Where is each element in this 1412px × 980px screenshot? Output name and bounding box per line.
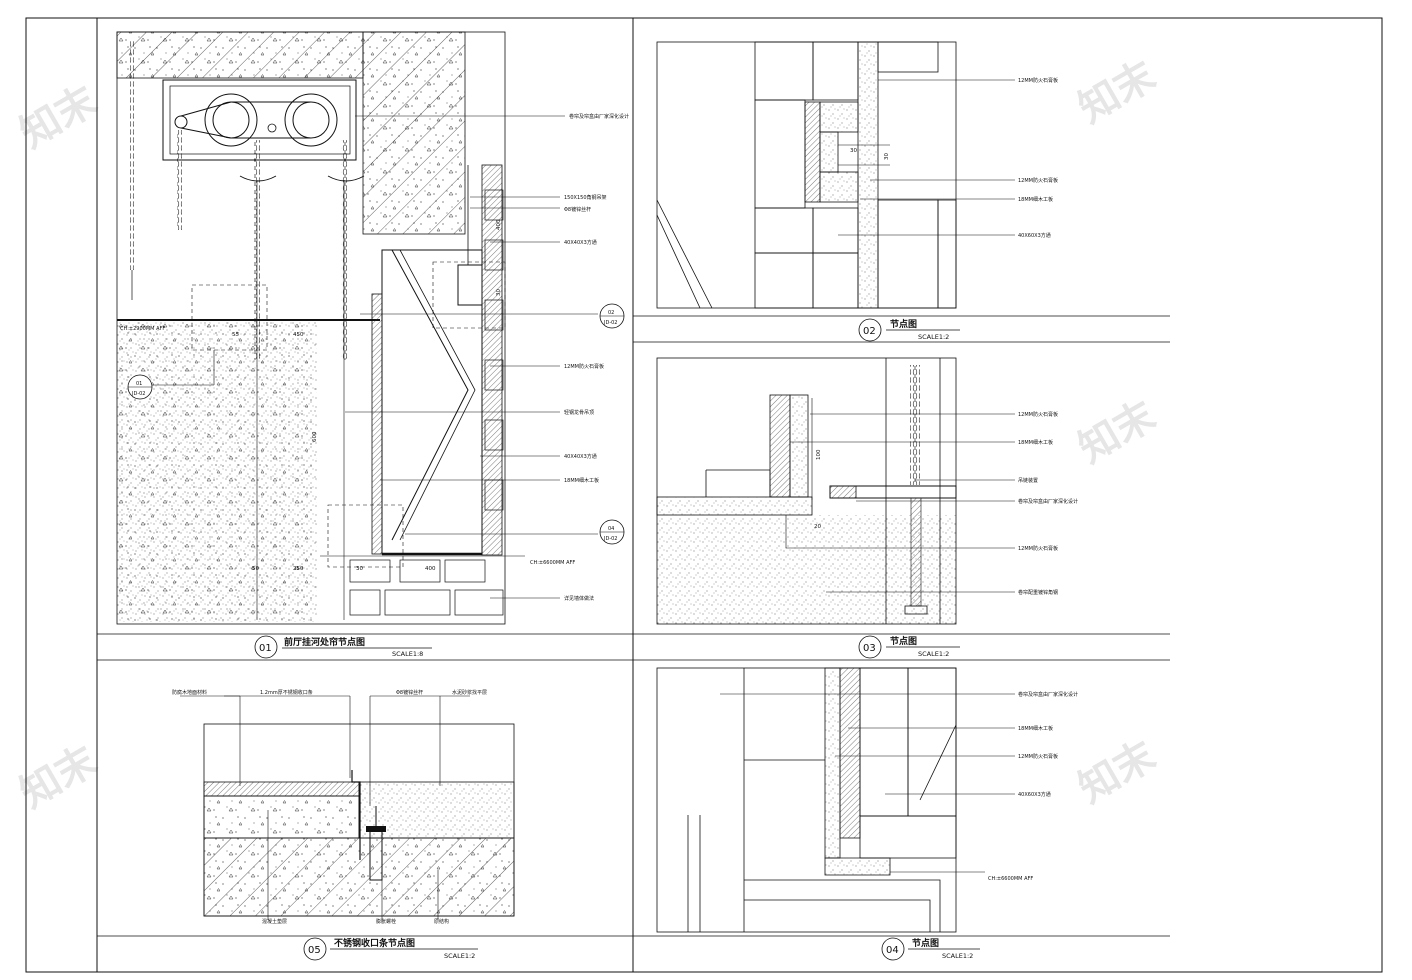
svg-text:JD-02: JD-02: [131, 391, 146, 397]
section-tag: 02 JD-02: [599, 303, 625, 329]
dimension: 400: [496, 219, 502, 230]
level-mark: CH:±2900MM AFF: [120, 326, 165, 332]
svg-text:02: 02: [608, 310, 614, 316]
detail-05-label: 膨胀螺栓: [376, 918, 396, 925]
detail-03: 12MM防火石膏板 18MM细木工板 吊链装置 卷帘及帘盒由厂家深化设计 12M…: [656, 357, 1078, 659]
detail-number: 01: [259, 643, 272, 654]
detail-01-label: 18MM细木工板: [564, 477, 599, 484]
detail-01-label: 40X40X3方通: [564, 453, 597, 460]
dimension: 20: [814, 524, 821, 530]
dimension: 250: [293, 566, 304, 572]
detail-02-label: 40X60X3方通: [1018, 232, 1051, 239]
dimension: 30: [496, 289, 502, 296]
detail-number: 05: [308, 945, 321, 956]
detail-scale: SCALE1:2: [942, 952, 973, 960]
detail-number: 02: [863, 326, 876, 337]
detail-05-label: 1.2mm厚不锈钢收口条: [260, 689, 313, 696]
detail-05-label: Φ8镀锌丝杆: [396, 689, 423, 696]
dimension: 30: [850, 148, 857, 154]
section-tag: 01 JD-02: [127, 374, 153, 400]
dimension: 400: [425, 566, 436, 572]
detail-05-label: 水泥砂浆找平层: [452, 689, 487, 696]
detail-03-label: 12MM防火石膏板: [1018, 545, 1058, 552]
dimension: 450: [293, 332, 304, 338]
detail-04-label: 18MM细木工板: [1018, 725, 1053, 732]
detail-01-label: 详见墙体做法: [564, 595, 594, 602]
watermark: 知末: [1071, 392, 1163, 472]
dimension: 50: [252, 566, 259, 572]
detail-01-label: 150X150角钢吊架: [564, 194, 607, 201]
detail-03-label: 卷帘配重镀锌角钢: [1018, 589, 1058, 596]
detail-title: 节点图: [912, 937, 939, 949]
detail-05: 防腐木地面材料 1.2mm厚不锈钢收口条 Φ8镀锌丝杆 水泥砂浆找平层 混凝土垫…: [172, 689, 515, 961]
dimension: 30: [356, 566, 363, 572]
detail-number-circle: [881, 937, 905, 961]
level-mark: CH:±6600MM AFF: [988, 876, 1033, 882]
detail-number-circle: [303, 937, 327, 961]
detail-01-label: Φ8镀锌丝杆: [564, 206, 591, 213]
detail-04-label: 40X60X3方通: [1018, 791, 1051, 798]
detail-title: 前厅挂河处帘节点图: [284, 636, 365, 648]
detail-number-circle: [254, 635, 278, 659]
detail-01-label: 40X40X3方通: [564, 239, 597, 246]
detail-04-label: 12MM防火石膏板: [1018, 753, 1058, 760]
detail-02-label: 12MM防火石膏板: [1018, 177, 1058, 184]
dimension: 30: [884, 153, 890, 160]
detail-03-label: 吊链装置: [1018, 477, 1038, 484]
svg-text:04: 04: [608, 526, 614, 532]
detail-scale: SCALE1:2: [444, 952, 475, 960]
watermark: 知末: [1071, 52, 1163, 132]
detail-01-label: 轻钢龙骨吊顶: [564, 409, 594, 416]
detail-03-label: 18MM细木工板: [1018, 439, 1053, 446]
detail-03-label: 卷帘及帘盒由厂家深化设计: [1018, 498, 1078, 505]
detail-scale: SCALE1:2: [918, 333, 949, 341]
detail-01-label: 12MM防火石膏板: [564, 363, 604, 370]
watermark: 知末: [1071, 732, 1163, 812]
detail-title: 节点图: [890, 635, 917, 647]
detail-scale: SCALE1:2: [918, 650, 949, 658]
detail-03-label: 12MM防火石膏板: [1018, 411, 1058, 418]
svg-text:JD-02: JD-02: [603, 536, 618, 542]
svg-text:01: 01: [136, 381, 142, 387]
dimension: 55: [232, 332, 239, 338]
svg-text:JD-02: JD-02: [603, 320, 618, 326]
detail-04: 卷帘及帘盒由厂家深化设计 18MM细木工板 12MM防火石膏板 40X60X3方…: [656, 667, 1078, 961]
sheet-frame: [25, 17, 1383, 973]
detail-05-label: 混凝土垫层: [262, 918, 287, 925]
detail-05-label: 原结构: [434, 918, 449, 925]
dimension: 600: [312, 431, 318, 442]
detail-number-circle: [858, 635, 882, 659]
detail-scale: SCALE1:8: [392, 650, 423, 658]
detail-02-label: 12MM防火石膏板: [1018, 77, 1058, 84]
section-tag: 04 JD-02: [599, 519, 625, 545]
level-mark: CH:±6600MM AFF: [530, 560, 575, 566]
dimension: 100: [816, 449, 822, 460]
detail-05-label: 防腐木地面材料: [172, 689, 207, 696]
detail-title: 不锈钢收口条节点图: [334, 937, 415, 949]
detail-number: 04: [886, 945, 899, 956]
detail-01-label: 卷帘及帘盒由厂家深化设计: [569, 113, 629, 120]
detail-number-circle: [858, 318, 882, 342]
detail-04-label: 卷帘及帘盒由厂家深化设计: [1018, 691, 1078, 698]
detail-title: 节点图: [890, 318, 917, 330]
detail-number: 03: [863, 643, 876, 654]
detail-02: 12MM防火石膏板 12MM防火石膏板 18MM细木工板 40X60X3方通 3…: [656, 41, 1058, 342]
detail-02-label: 18MM细木工板: [1018, 196, 1053, 203]
detail-01: 卷帘及帘盒由厂家深化设计 150X150角钢吊架 Φ8镀锌丝杆 40X40X3方…: [116, 31, 629, 659]
